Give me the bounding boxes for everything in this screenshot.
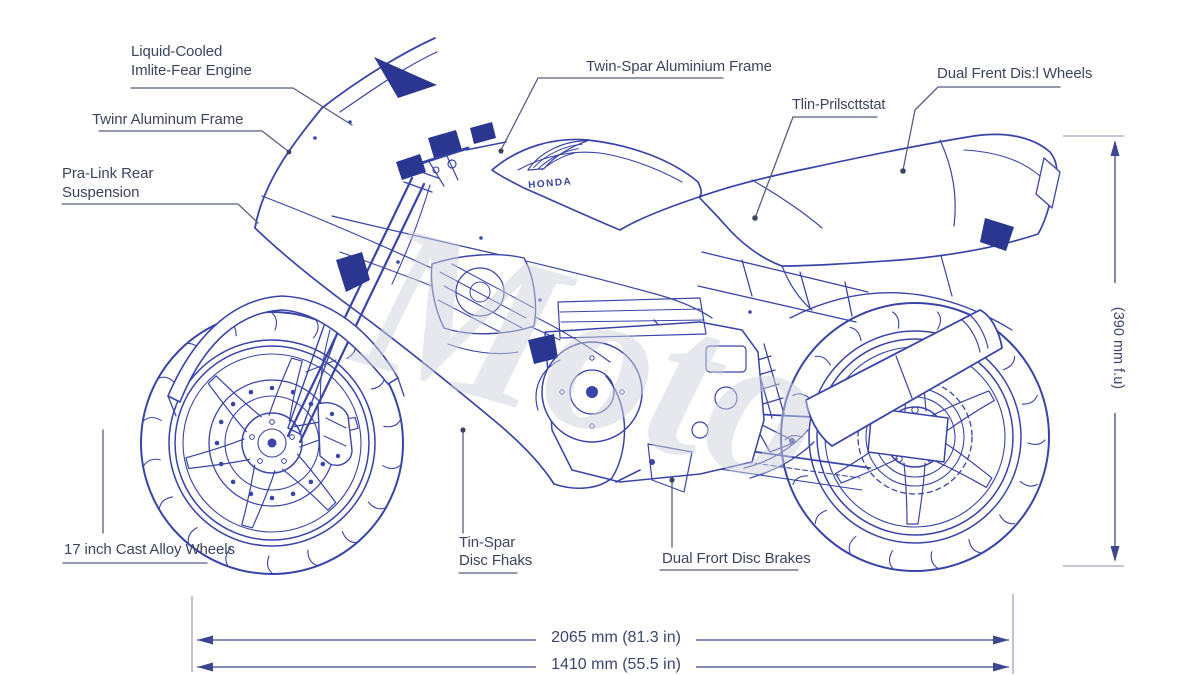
callout-front-disc-brakes-line1: Dual Frort Disc Brakes	[662, 550, 811, 567]
callout-rear-suspension: Pra-Link Rear Suspension	[62, 164, 153, 202]
fuel-tank	[491, 138, 702, 231]
front-fender	[167, 295, 405, 417]
passenger-peg	[980, 218, 1014, 251]
leader-lines	[61, 77, 1061, 574]
callout-engine-line1: Liquid-Cooled	[131, 43, 223, 60]
callout-twin-spar-line1: Twin-Spar Aluminium Frame	[586, 58, 772, 75]
dimension-arrows	[197, 140, 1120, 672]
front-wheel	[140, 311, 404, 575]
callout-engine: Liquid-Cooled Imlite-Fear Engine	[131, 42, 252, 80]
callout-rear-suspension-line1: Pra-Link Rear	[62, 165, 154, 182]
callout-disc-lower-line2: Disc Fhaks	[459, 552, 533, 569]
callout-cast-alloy-wheels-line1: 17 inch Cast Alloy Wheels	[64, 541, 235, 558]
callout-engine-line2: Imlite-Fear Engine	[131, 62, 252, 79]
callout-seat: Tlin-Prilscttstat	[792, 96, 885, 115]
air-intake	[528, 334, 558, 364]
taillight	[1035, 157, 1061, 209]
callout-disc-lower: Tin-Spar Disc Fhaks	[459, 534, 532, 570]
callout-front-frame: Twinr Aluminum Frame	[92, 110, 243, 129]
seat-tail	[698, 133, 1058, 267]
callout-disc-lower-line1: Tin-Spar	[459, 534, 516, 551]
master-cylinder	[428, 130, 462, 158]
mirror	[336, 252, 370, 292]
callout-rear-suspension-line2: Suspension	[62, 184, 140, 201]
front-caliper	[317, 402, 353, 466]
engine	[535, 297, 765, 493]
callout-front-frame-line1: Twinr Aluminum Frame	[92, 111, 244, 128]
honda-logo: HONDA	[527, 140, 589, 191]
bodywork	[254, 37, 1061, 490]
callout-seat-line1: Tlin-Prilscttstat	[792, 97, 886, 113]
overall-length-dimension: 2065 mm (81.3 in)	[536, 629, 696, 647]
callout-twin-spar: Twin-Spar Aluminium Frame	[586, 57, 772, 76]
callout-front-disc-wheels: Dual Frent Dis:l Wheels	[937, 64, 1092, 83]
windscreen-tint	[374, 57, 437, 98]
throttle-housing	[470, 122, 496, 144]
logo-text: HONDA	[528, 176, 573, 191]
callout-front-disc-wheels-line1: Dual Frent Dis:l Wheels	[937, 65, 1093, 82]
callout-front-disc-brakes: Dual Frort Disc Brakes	[662, 549, 811, 568]
height-dimension: (390 mm f.u)	[1106, 283, 1126, 413]
cockpit	[391, 122, 507, 285]
radiator-vent	[430, 253, 537, 335]
wheelbase-dimension: 1410 mm (55.5 in)	[536, 656, 696, 674]
callout-cast-alloy-wheels: 17 inch Cast Alloy Wheels	[64, 540, 235, 559]
grip	[396, 154, 426, 180]
